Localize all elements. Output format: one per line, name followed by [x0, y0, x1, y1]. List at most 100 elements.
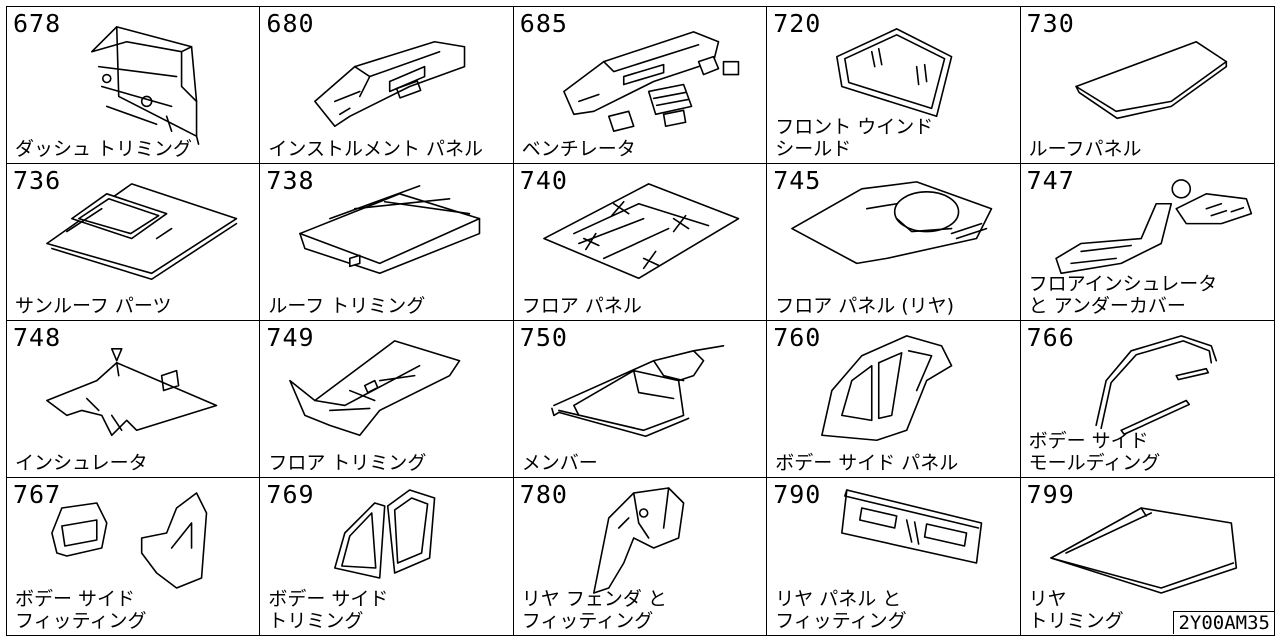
part-cell-720[interactable]: 720 フロント ウインドシールド [767, 7, 1021, 164]
part-label-line: フロアインシュレータ [1028, 273, 1218, 295]
part-label: ベンチレータ [522, 138, 636, 160]
body-side-panel-icon [821, 335, 953, 442]
part-cell-790[interactable]: 790 リヤ パネル とフィッティング [767, 478, 1021, 635]
part-label: フロント ウインドシールド [775, 116, 933, 160]
part-label: フロア パネル (リヤ) [775, 295, 954, 317]
part-cell-750[interactable]: 750 メンバー [513, 321, 768, 478]
part-code: 740 [519, 166, 568, 195]
part-label-line: フロア パネル [521, 295, 642, 317]
part-code: 766 [1026, 323, 1075, 352]
part-label-line: ルーフ トリミング [268, 295, 426, 317]
part-label-line: フロア パネル (リヤ) [775, 295, 955, 317]
part-label: ボデー サイド パネル [775, 452, 958, 474]
part-code: 767 [13, 480, 62, 509]
part-cell-740[interactable]: 740 フロア パネル [513, 164, 768, 321]
part-label: ルーフパネル [1029, 138, 1142, 160]
part-code: 750 [519, 323, 568, 352]
part-label-line: サンルーフ パーツ [15, 295, 172, 317]
part-label: フロア トリミング [268, 452, 426, 474]
part-cell-730[interactable]: 730 ルーフパネル [1020, 7, 1274, 164]
part-label: インシュレータ [15, 452, 148, 474]
rear-floor-panel-icon [791, 181, 993, 265]
rear-trim-icon [1049, 507, 1237, 594]
part-code: 736 [13, 166, 62, 195]
part-label-line: リヤ パネル と [775, 588, 902, 610]
part-cell-685[interactable]: 685 ベンチレータ [513, 7, 768, 164]
part-cell-769[interactable]: 769 ボデー サイドトリミング [260, 478, 514, 635]
windshield-icon [836, 28, 953, 118]
part-label: リヤ パネル とフィッティング [775, 588, 906, 632]
part-label: リヤ フェンダ とフィッティング [522, 588, 667, 632]
part-cell-738[interactable]: 738 ルーフ トリミング [260, 164, 514, 321]
insulator-icon [46, 348, 218, 437]
side-fitting-icon [51, 492, 208, 589]
dash-trim-icon [90, 26, 200, 145]
side-trim-icon [334, 489, 436, 579]
part-code: 745 [773, 166, 822, 195]
part-label: フロアインシュレータと アンダーカバー [1029, 273, 1218, 317]
diagram-reference-code: 2Y00AM35 [1173, 611, 1274, 634]
part-label-line: ダッシュ トリミング [15, 138, 193, 160]
part-label-line: ボデー サイド [1028, 430, 1149, 452]
part-label-line: ルーフパネル [1028, 138, 1142, 160]
part-code: 738 [266, 166, 315, 195]
part-code: 678 [13, 9, 62, 38]
part-label-line: シールド [775, 138, 852, 160]
part-code: 730 [1026, 9, 1075, 38]
part-code: 790 [773, 480, 822, 509]
part-label: フロア パネル [522, 295, 642, 317]
part-code: 749 [266, 323, 315, 352]
floor-insulator-icon [1054, 179, 1252, 275]
roof-panel-icon [1074, 40, 1227, 120]
part-label-line: ボデー サイド パネル [775, 452, 959, 474]
part-label: ボデー サイドフィッティング [15, 588, 146, 632]
part-cell-745[interactable]: 745 フロア パネル (リヤ) [767, 164, 1021, 321]
part-label: ダッシュ トリミング [15, 138, 192, 160]
part-cell-680[interactable]: 680 インストルメント パネル [260, 7, 514, 164]
part-cell-749[interactable]: 749 フロア トリミング [260, 321, 514, 478]
part-label: サンルーフ パーツ [15, 295, 172, 317]
part-label: ボデー サイドトリミング [268, 588, 388, 632]
part-label: インストルメント パネル [268, 138, 483, 160]
side-molding-icon [1094, 335, 1217, 436]
rear-panel-icon [841, 489, 983, 564]
floor-trim-icon [289, 340, 461, 437]
part-label-line: インストルメント パネル [268, 138, 484, 160]
part-label-line: フロア トリミング [268, 452, 427, 474]
part-code: 685 [519, 9, 568, 38]
part-label-line: インシュレータ [15, 452, 148, 474]
part-label: リヤトリミング [1029, 588, 1124, 632]
part-label-line: ボデー サイド [268, 588, 389, 610]
part-label: ボデー サイドモールディング [1029, 430, 1161, 474]
parts-category-grid: 678 ダッシュ トリミング 680 インストルメント パネル 685 ベンチレータ 720… [6, 6, 1275, 636]
part-label-line: フィッティング [521, 610, 654, 632]
part-cell-799[interactable]: 799 リヤトリミング [1021, 478, 1274, 635]
part-cell-736[interactable]: 736 サンルーフ パーツ [7, 164, 261, 321]
part-cell-767[interactable]: 767 ボデー サイドフィッティング [7, 478, 261, 635]
part-code: 799 [1026, 480, 1075, 509]
part-cell-766[interactable]: 766 ボデー サイドモールディング [1020, 321, 1274, 478]
part-code: 780 [519, 480, 568, 509]
floor-panel-icon [542, 183, 740, 280]
part-label-line: トリミング [1028, 610, 1124, 632]
sunroof-icon [46, 183, 238, 281]
part-label-line: トリミング [268, 610, 364, 632]
part-label-line: フィッティング [15, 610, 147, 632]
part-cell-760[interactable]: 760 ボデー サイド パネル [767, 321, 1021, 478]
part-label-line: リヤ [1028, 588, 1067, 610]
part-cell-780[interactable]: 780 リヤ フェンダ とフィッティング [514, 478, 768, 635]
part-label-line: ボデー サイド [15, 588, 136, 610]
part-code: 720 [773, 9, 822, 38]
part-label-line: メンバー [521, 452, 598, 474]
part-cell-678[interactable]: 678 ダッシュ トリミング [7, 7, 261, 164]
part-label-line: フロント ウインド [775, 116, 934, 138]
part-code: 680 [266, 9, 315, 38]
part-label-line: と アンダーカバー [1028, 295, 1186, 317]
part-label-line: ベンチレータ [521, 138, 636, 160]
part-label-line: フィッティング [775, 610, 907, 632]
part-label-line: リヤ フェンダ と [521, 588, 667, 610]
part-code: 769 [266, 480, 315, 509]
part-code: 760 [773, 323, 822, 352]
